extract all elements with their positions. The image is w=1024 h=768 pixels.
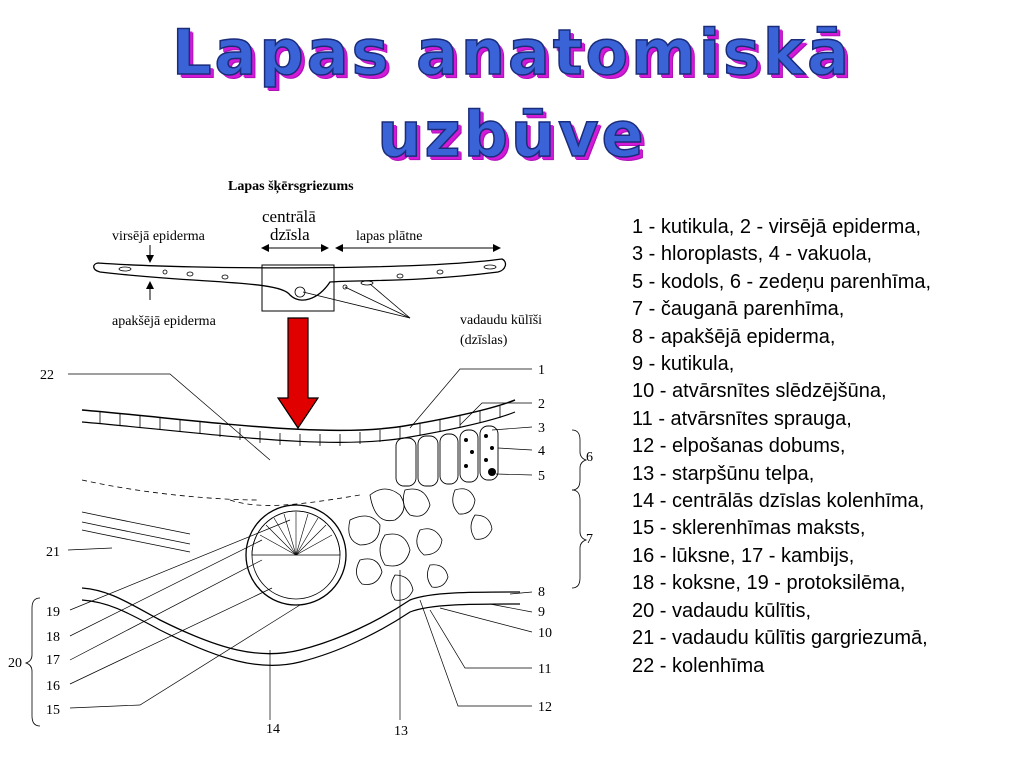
brace-7 — [571, 489, 588, 589]
number-16: 16 — [46, 679, 60, 694]
leader-lines — [67, 368, 533, 720]
diagram-heading: Lapas šķērsgriezums — [228, 179, 354, 194]
legend-item: 9 - kutikula, — [632, 353, 735, 376]
number-1: 1 — [538, 363, 545, 378]
legend-item: 21 - vadaudu kūlītis gargriezumā, — [632, 627, 928, 650]
leaf-blade-outline — [93, 258, 507, 301]
number-18: 18 — [46, 630, 60, 645]
number-22: 22 — [40, 368, 54, 383]
number-5: 5 — [538, 469, 545, 484]
legend-item: 15 - sklerenhīmas maksts, — [632, 517, 866, 540]
upper-epidermis-cells — [99, 406, 501, 446]
legend-item: 11 - atvārsnītes sprauga, — [632, 407, 852, 430]
number-7: 7 — [586, 532, 593, 547]
number-3: 3 — [538, 421, 545, 436]
number-4: 4 — [538, 444, 545, 459]
legend-item: 7 - čauganā parenhīma, — [632, 298, 845, 321]
label-vascular-bundles-2: (dzīslas) — [460, 333, 508, 348]
number-11: 11 — [538, 662, 551, 677]
number-6: 6 — [586, 450, 593, 465]
number-14: 14 — [266, 722, 280, 737]
legend-item: 20 - vadaudu kūlītis, — [632, 599, 811, 622]
label-central-vein-1: centrālā — [262, 207, 316, 226]
legend-item: 13 - starpšūnu telpa, — [632, 462, 815, 485]
brace-20 — [24, 597, 41, 727]
upper-cuticle — [81, 399, 516, 432]
upper-epidermis-layer — [81, 411, 516, 443]
legend-item: 16 - lūksne, 17 - kambijs, — [632, 544, 855, 567]
label-lower-epidermis: apakšējā epiderma — [112, 314, 217, 329]
palisade-parenchyma — [395, 425, 499, 487]
longitudinal-bundle — [81, 511, 191, 553]
number-labels: 22 1 2 3 4 5 6 7 8 9 10 11 12 13 14 15 1… — [8, 363, 593, 739]
lower-cuticle — [81, 599, 521, 667]
leaf-veins — [118, 264, 497, 298]
legend-list: 1 - kutikula, 2 - virsējā epiderma, 3 - … — [632, 214, 931, 680]
vascular-bundle — [245, 504, 347, 606]
page-title-line-2: uzbūve — [377, 98, 647, 171]
number-13: 13 — [394, 724, 408, 739]
label-vascular-bundles-1: vadaudu kūlīši — [460, 313, 542, 328]
label-central-vein-2: dzīsla — [270, 225, 310, 244]
spongy-parenchyma — [348, 488, 493, 601]
legend-item: 22 - kolenhīma — [632, 654, 765, 677]
legend-item: 12 - elpošanas dobums, — [632, 435, 846, 458]
number-17: 17 — [46, 653, 60, 668]
legend-item: 10 - atvārsnītes slēdzējšūna, — [632, 380, 887, 403]
legend-item: 8 - apakšējā epiderma, — [632, 325, 836, 348]
detail-frame — [261, 264, 335, 312]
number-21: 21 — [46, 545, 60, 560]
number-2: 2 — [538, 397, 545, 412]
xylem — [251, 510, 341, 556]
legend-item: 18 - koksne, 19 - protoksilēma, — [632, 572, 906, 595]
number-20: 20 — [8, 656, 22, 671]
legend-item: 1 - kutikula, 2 - virsējā epiderma, — [632, 216, 922, 238]
lower-epidermis — [81, 587, 521, 655]
zoom-arrow — [276, 317, 320, 430]
chloroplasts — [464, 434, 496, 476]
number-8: 8 — [538, 585, 545, 600]
leaf-cross-section-diagram: Lapas šķērsgriezums centrālā dzīsla virs… — [8, 179, 593, 739]
number-15: 15 — [46, 703, 60, 718]
brace-6 — [571, 429, 588, 491]
xylem-rays — [259, 512, 333, 556]
label-leaf-blade: lapas plātne — [356, 229, 422, 244]
number-12: 12 — [538, 700, 552, 715]
number-19: 19 — [46, 605, 60, 620]
legend-item: 14 - centrālās dzīslas kolenhīma, — [632, 490, 925, 513]
number-9: 9 — [538, 605, 545, 620]
label-upper-epidermis: virsējā epiderma — [112, 229, 206, 244]
number-10: 10 — [538, 626, 552, 641]
legend-item: 3 - hloroplasts, 4 - vakuola, — [632, 243, 873, 266]
legend-item: 5 - kodols, 6 - zedeņu parenhīma, — [632, 270, 932, 293]
page-title: Lapas anatomiskā — [171, 16, 852, 89]
